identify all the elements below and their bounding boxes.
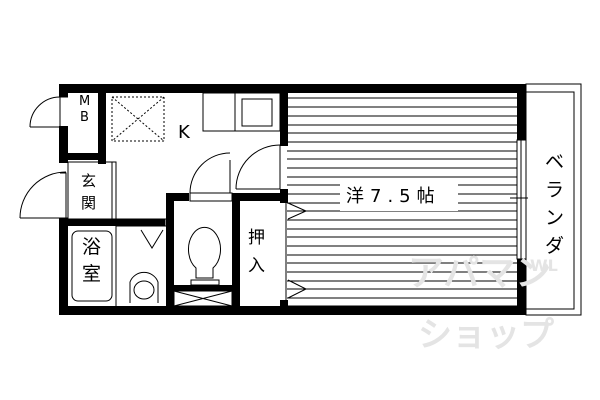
closet-label-1: 押 — [248, 228, 265, 248]
western-room-label: 洋7.5帖 — [346, 186, 441, 207]
closet-label-2: 入 — [248, 256, 265, 276]
balcony-label: ベランダ — [545, 151, 565, 257]
kitchen-label: K — [178, 122, 190, 143]
watermark-text-2: ショップ — [418, 315, 554, 355]
entrance-label-1: 玄 — [81, 172, 97, 190]
watermark-text: アパマン — [408, 253, 552, 294]
bath-label-1: 浴 — [82, 236, 102, 258]
watermark-small: WL — [530, 256, 558, 275]
entrance-label-2: 関 — [81, 194, 97, 212]
bath-label-2: 室 — [82, 263, 102, 285]
mb-label-2: B — [80, 110, 89, 125]
mb-label-1: M — [79, 94, 91, 109]
